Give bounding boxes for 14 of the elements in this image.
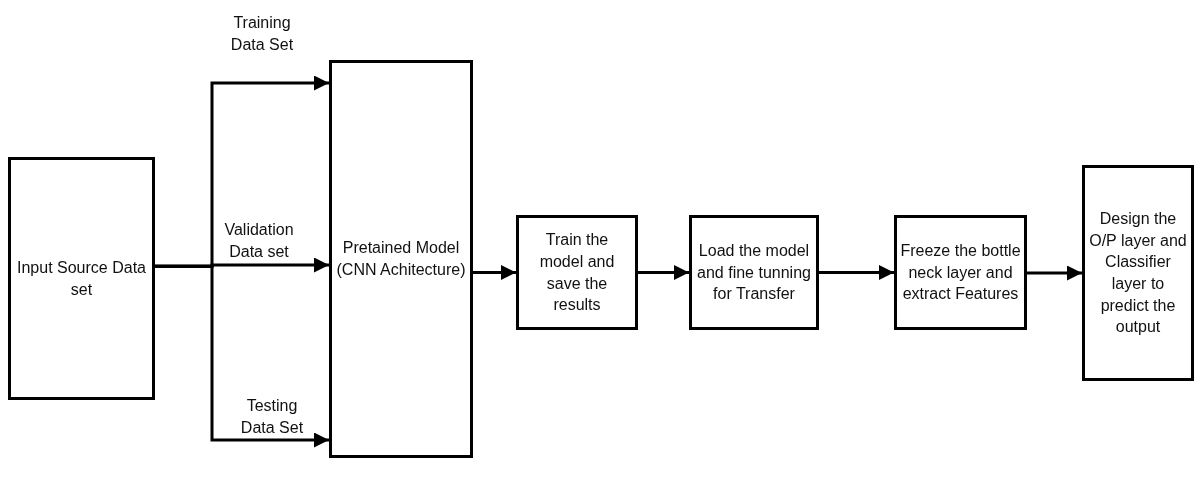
arrow xyxy=(155,264,329,448)
process-box: Freeze the bottle neck layer and extract Features xyxy=(894,215,1027,330)
process-box: Pretained Model (CNN Achitecture) xyxy=(329,60,473,458)
process-box: Design the O/P layer and Classifier layer to predict the output xyxy=(1082,165,1194,381)
process-box: Input Source Data set xyxy=(8,157,155,400)
edge-label: Testing Data Set xyxy=(239,396,305,438)
edge-label: Validation Data set xyxy=(223,220,295,262)
arrow xyxy=(473,265,516,280)
arrow xyxy=(638,265,689,280)
arrow xyxy=(819,265,894,280)
process-box: Train the model and save the results xyxy=(516,215,638,330)
arrow xyxy=(1027,265,1082,281)
edge-label: Training Data Set xyxy=(229,13,295,55)
process-box: Load the model and fine tunning for Transfer xyxy=(689,215,819,330)
